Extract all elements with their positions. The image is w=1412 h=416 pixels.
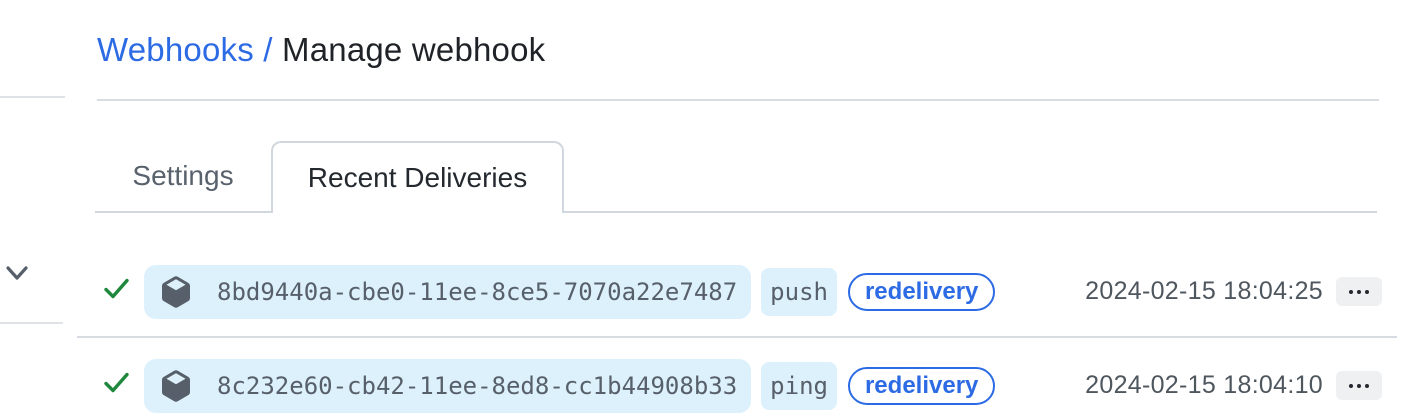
breadcrumb-current: Manage webhook: [282, 31, 546, 68]
kebab-ellipsis-icon: [1349, 289, 1369, 294]
tab-recent-deliveries[interactable]: Recent Deliveries: [271, 141, 564, 213]
delivery-guid-button[interactable]: 8c232e60-cb42-11ee-8ed8-cc1b44908b33: [144, 358, 752, 413]
page-title: Webhooks / Manage webhook: [97, 26, 1382, 74]
tab-settings[interactable]: Settings: [132, 160, 234, 191]
event-type-chip: ping: [761, 361, 837, 410]
left-panel-divider-top: [0, 96, 65, 98]
redelivery-badge: redelivery: [847, 366, 996, 405]
package-icon: [160, 275, 192, 308]
delivery-options-button[interactable]: [1336, 277, 1382, 306]
chevron-down-icon[interactable]: [5, 264, 29, 289]
kebab-ellipsis-icon: [1349, 383, 1369, 388]
left-panel-divider-bottom: [0, 322, 63, 324]
delivery-options-button[interactable]: [1336, 371, 1382, 400]
delivery-row: 8bd9440a-cbe0-11ee-8ce5-7070a22e7487 pus…: [95, 239, 1382, 336]
webhook-manage-page: Webhooks / Manage webhook Settings Recen…: [95, 0, 1382, 416]
row-divider: [77, 336, 1397, 338]
delivery-row: 8c232e60-cb42-11ee-8ed8-cc1b44908b33 pin…: [95, 336, 1382, 416]
delivery-guid: 8bd9440a-cbe0-11ee-8ce5-7070a22e7487: [217, 277, 738, 306]
redelivery-badge: redelivery: [847, 272, 996, 311]
event-type-chip: push: [761, 267, 837, 316]
delivery-timestamp: 2024-02-15 18:04:25: [1085, 277, 1323, 305]
deliveries-list: 8bd9440a-cbe0-11ee-8ce5-7070a22e7487 pus…: [95, 239, 1382, 416]
webhooks-breadcrumb-link[interactable]: Webhooks /: [97, 31, 273, 68]
check-success-icon: [103, 276, 130, 307]
delivery-timestamp: 2024-02-15 18:04:10: [1085, 371, 1323, 399]
tab-nav: Settings Recent Deliveries: [95, 141, 1377, 213]
header-divider: [97, 99, 1379, 101]
delivery-guid: 8c232e60-cb42-11ee-8ed8-cc1b44908b33: [217, 371, 738, 400]
package-icon: [160, 369, 192, 402]
delivery-guid-button[interactable]: 8bd9440a-cbe0-11ee-8ce5-7070a22e7487: [144, 264, 752, 319]
check-success-icon: [103, 370, 130, 401]
page-header: Webhooks / Manage webhook: [95, 0, 1382, 101]
